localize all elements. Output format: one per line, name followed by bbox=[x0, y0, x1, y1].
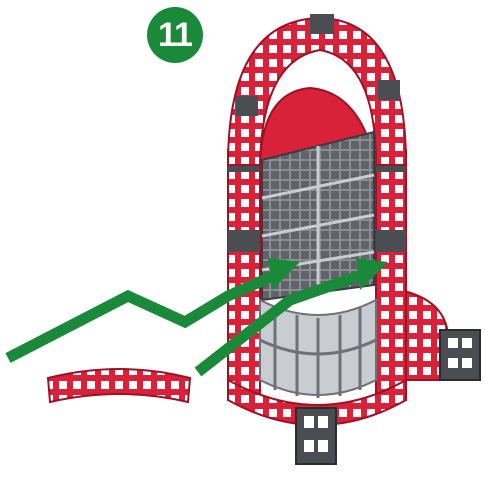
tower-left-column bbox=[228, 150, 260, 400]
right-base-module bbox=[400, 290, 480, 380]
loose-curved-piece bbox=[48, 369, 190, 402]
tower-arch bbox=[228, 14, 406, 165]
step-number-badge: 11 bbox=[147, 7, 203, 63]
front-base-cube bbox=[296, 408, 336, 464]
tower-right-column bbox=[376, 150, 406, 400]
